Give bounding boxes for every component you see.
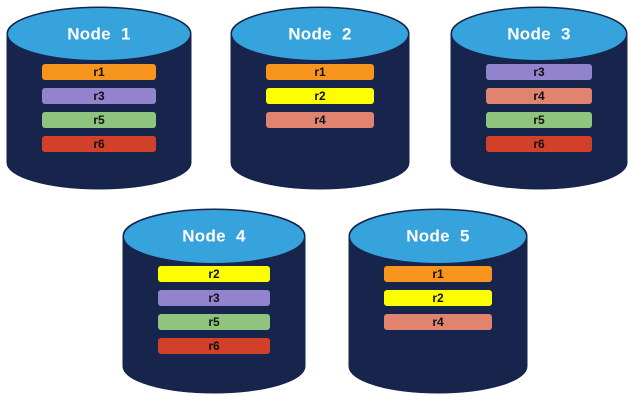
replica-bar[interactable]: r1 [266, 64, 374, 80]
replica-label: r4 [533, 89, 545, 103]
replica-bar[interactable]: r3 [486, 64, 592, 80]
replica-bar[interactable]: r6 [158, 338, 270, 354]
replica-bar[interactable]: r1 [42, 64, 156, 80]
node-cylinder-5[interactable]: Node 5 r1 r2 r4 [350, 210, 526, 392]
replica-label: r6 [93, 137, 105, 151]
replica-label: r6 [208, 339, 220, 353]
node-label: Node 2 [288, 24, 352, 44]
replica-label: r1 [93, 65, 105, 79]
replica-label: r1 [314, 65, 326, 79]
replica-label: r3 [93, 89, 105, 103]
replica-label: r1 [432, 267, 444, 281]
replica-label: r2 [314, 89, 326, 103]
node-label: Node 1 [67, 24, 131, 44]
node-cylinder-3[interactable]: Node 3 r3 r4 r5 r6 [452, 8, 626, 188]
replica-label: r3 [208, 291, 220, 305]
replica-label: r5 [93, 113, 105, 127]
replica-bar[interactable]: r5 [42, 112, 156, 128]
replica-label: r5 [208, 315, 220, 329]
replica-label: r2 [208, 267, 220, 281]
replica-bar[interactable]: r4 [384, 314, 492, 330]
node-label: Node 3 [507, 24, 571, 44]
node-cylinder-4[interactable]: Node 4 r2 r3 r5 r6 [124, 210, 304, 392]
replica-bar[interactable]: r5 [486, 112, 592, 128]
replica-bar[interactable]: r4 [266, 112, 374, 128]
cylinder-top-disc: Node 2 [232, 8, 408, 61]
replica-label: r3 [533, 65, 545, 79]
replica-bar[interactable]: r1 [384, 266, 492, 282]
node-label: Node 5 [406, 226, 470, 246]
replica-label: r2 [432, 291, 444, 305]
replica-label: r4 [314, 113, 326, 127]
cylinder-top-disc: Node 5 [350, 210, 526, 263]
replica-row-stack: r1 r2 r4 [384, 266, 492, 330]
replica-bar[interactable]: r6 [42, 136, 156, 152]
replica-bar[interactable]: r2 [158, 266, 270, 282]
replica-label: r5 [533, 113, 545, 127]
replica-row-stack: r1 r3 r5 r6 [42, 64, 156, 152]
replica-row-stack: r3 r4 r5 r6 [486, 64, 592, 152]
cylinder-top-disc: Node 3 [452, 8, 626, 61]
cylinder-top-disc: Node 1 [8, 8, 190, 61]
replica-bar[interactable]: r3 [158, 290, 270, 306]
node-label: Node 4 [182, 226, 246, 246]
replica-row-stack: r2 r3 r5 r6 [158, 266, 270, 354]
replica-label: r6 [533, 137, 545, 151]
node-cylinder-2[interactable]: Node 2 r1 r2 r4 [232, 8, 408, 188]
replica-row-stack: r1 r2 r4 [266, 64, 374, 128]
replica-label: r4 [432, 315, 444, 329]
replica-bar[interactable]: r6 [486, 136, 592, 152]
replica-bar[interactable]: r4 [486, 88, 592, 104]
cylinder-top-disc: Node 4 [124, 210, 304, 263]
node-cylinder-1[interactable]: Node 1 r1 r3 r5 r6 [8, 8, 190, 188]
replica-bar[interactable]: r2 [384, 290, 492, 306]
replica-bar[interactable]: r2 [266, 88, 374, 104]
replica-bar[interactable]: r3 [42, 88, 156, 104]
replica-bar[interactable]: r5 [158, 314, 270, 330]
